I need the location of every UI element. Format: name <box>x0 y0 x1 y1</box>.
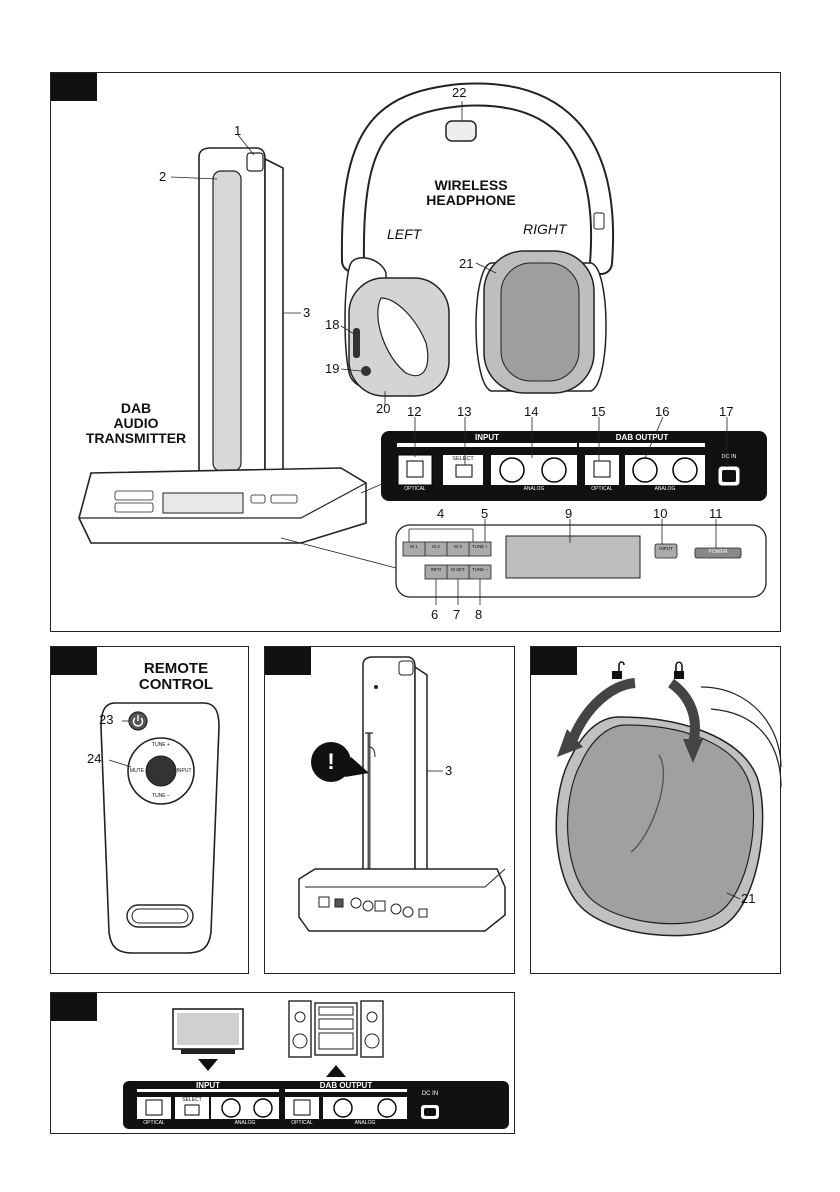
rear-optical-out-label: OPTICAL <box>591 486 613 492</box>
figure-e-panel: INPUT DAB OUTPUT OPTICAL SELECT ANALOG O… <box>50 992 515 1134</box>
remote-tune-minus-label[interactable]: TUNE − <box>152 793 170 799</box>
optical-label: OPTICAL <box>143 1120 165 1126</box>
lock-icon <box>674 671 684 679</box>
m2-button[interactable]: M 2 <box>432 544 440 549</box>
volume-control <box>353 328 360 358</box>
callout-22: 22 <box>452 85 467 100</box>
callout-20: 20 <box>376 401 391 416</box>
callout-4: 4 <box>437 506 445 521</box>
callout-18: 18 <box>325 317 340 332</box>
left-side-label: LEFT <box>387 226 422 242</box>
figure-a-panel: WIRELESS HEADPHONE LEFT RIGHT DAB AUDIO … <box>50 72 781 632</box>
callout-10: 10 <box>653 506 668 521</box>
callout-16: 16 <box>655 404 670 419</box>
callout-7: 7 <box>453 607 461 622</box>
figure-a-illustration <box>78 82 767 605</box>
figure-tab <box>51 647 97 675</box>
figure-tab <box>51 993 97 1021</box>
callout-12: 12 <box>407 404 422 419</box>
remote-illustration <box>100 702 220 954</box>
warning-mark: ! <box>327 749 335 774</box>
connection-illustration <box>123 1000 509 1129</box>
callout-2: 2 <box>159 169 167 184</box>
m1-button[interactable]: M 1 <box>410 544 418 549</box>
earpad-illustration <box>555 661 782 937</box>
callout-23: 23 <box>99 712 114 727</box>
power-button-headphone <box>361 366 371 376</box>
callout-8: 8 <box>475 607 483 622</box>
remote-title: REMOTE CONTROL <box>138 660 214 693</box>
remote-tune-plus-label[interactable]: TUNE + <box>152 742 170 748</box>
transmitter-title: DAB AUDIO TRANSMITTER <box>85 400 187 446</box>
callout-14: 14 <box>524 404 539 419</box>
analog-out-label: ANALOG <box>354 1120 376 1126</box>
analog-label: ANALOG <box>234 1120 256 1126</box>
rear-analog-label: ANALOG <box>523 486 545 492</box>
figure-tab <box>51 73 97 101</box>
right-side-label: RIGHT <box>523 221 567 237</box>
callout-3: 3 <box>303 305 311 320</box>
tune-minus-button[interactable]: TUNE − <box>471 567 489 572</box>
callout-1: 1 <box>234 123 242 138</box>
input-button[interactable]: INPUT <box>659 546 673 551</box>
callout-24: 24 <box>87 751 102 766</box>
figure-c-panel: ! 3 <box>264 646 515 974</box>
tune-plus-button[interactable]: TUNE + <box>471 544 489 549</box>
callout-17: 17 <box>719 404 734 419</box>
figure-tab <box>531 647 577 675</box>
callout-21: 21 <box>459 256 474 271</box>
rear-optical-label: OPTICAL <box>404 486 426 492</box>
output-header: DAB OUTPUT <box>319 1081 373 1090</box>
callout-13: 13 <box>457 404 472 419</box>
callout-15: 15 <box>591 404 606 419</box>
headphone-title: WIRELESS HEADPHONE <box>426 177 516 208</box>
headband-button <box>445 120 477 142</box>
base-display <box>162 492 244 514</box>
callout-6: 6 <box>431 607 439 622</box>
callout-3: 3 <box>445 763 453 778</box>
stereo-icon <box>288 1000 312 1058</box>
figure-b-panel: REMOTE CONTROL 23 24 TUNE + TUNE − MUTE … <box>50 646 249 974</box>
remote-mute-label[interactable]: MUTE <box>129 768 145 774</box>
select-label: SELECT <box>182 1097 202 1103</box>
info-button[interactable]: INFO <box>430 567 442 572</box>
rear-select-label: SELECT <box>452 456 474 462</box>
power-button[interactable]: POWER <box>708 549 728 555</box>
figure-tab <box>265 647 311 675</box>
m-set-button[interactable]: M SET <box>451 567 465 572</box>
rear-input-header: INPUT <box>475 433 499 442</box>
rear-analog-out-label: ANALOG <box>654 486 676 492</box>
front-display <box>505 535 641 579</box>
callout-19: 19 <box>325 361 340 376</box>
callout-9: 9 <box>565 506 573 521</box>
m3-button[interactable]: M 3 <box>454 544 462 549</box>
remote-input-label[interactable]: INPUT <box>176 768 192 774</box>
remote-center-button <box>145 755 177 787</box>
dc-in-label: DC IN <box>421 1091 439 1097</box>
unlock-icon <box>612 671 622 679</box>
rear-output-header: DAB OUTPUT <box>615 433 669 442</box>
figure-d-panel: 21 <box>530 646 782 974</box>
callout-5: 5 <box>481 506 489 521</box>
callout-11: 11 <box>709 506 723 521</box>
callout-21: 21 <box>741 891 756 906</box>
warning-icon <box>311 742 351 782</box>
antenna-illustration <box>298 656 506 932</box>
optical-out-label: OPTICAL <box>291 1120 313 1126</box>
input-header: INPUT <box>196 1081 220 1090</box>
rear-dc-in-label: DC IN <box>721 454 737 460</box>
